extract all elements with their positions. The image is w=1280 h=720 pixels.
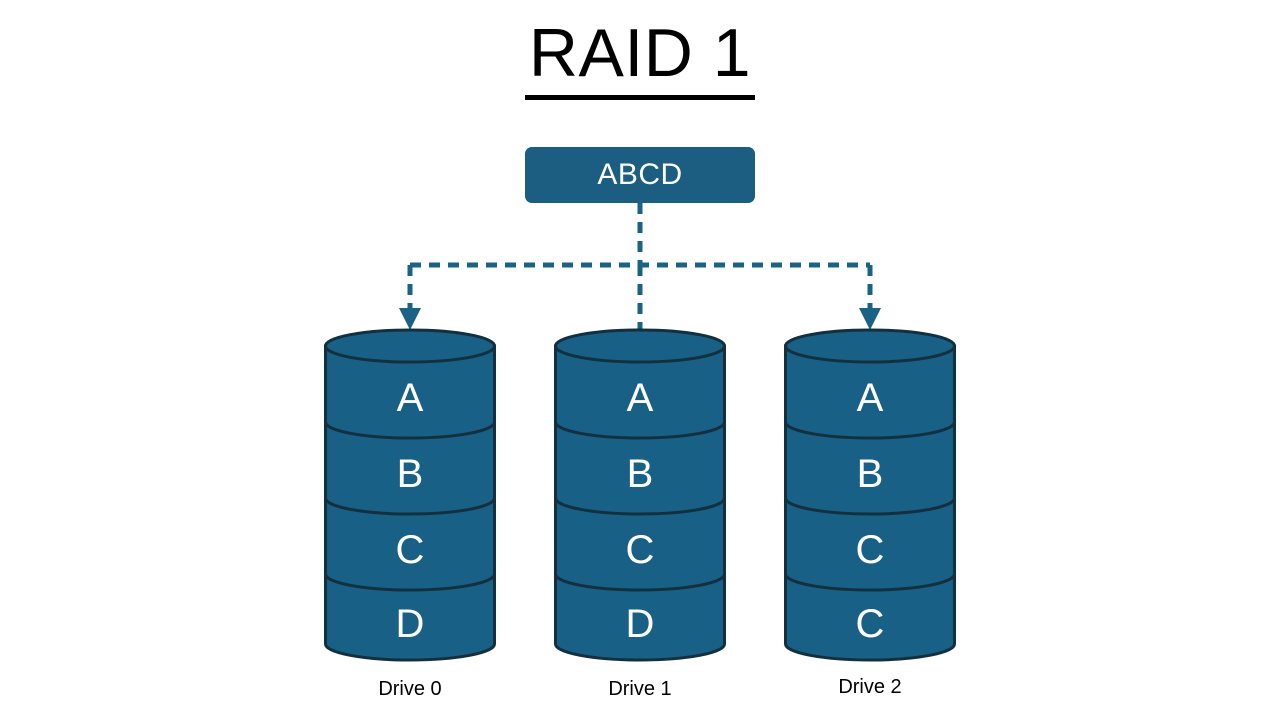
- segment-divider-2: [784, 497, 956, 516]
- drive-0-segment-labels: A B C D: [323, 330, 497, 662]
- segment-label: C: [395, 528, 425, 572]
- segment-label: D: [625, 602, 655, 646]
- segment-divider-3: [784, 573, 956, 592]
- segment-label: C: [855, 602, 885, 646]
- segment-label: B: [626, 452, 654, 496]
- drive-caption-0: Drive 0: [378, 678, 442, 700]
- segment-label: A: [396, 376, 424, 420]
- segment-label: A: [856, 376, 884, 420]
- segment-label: B: [396, 452, 424, 496]
- drive-1-segment-labels: A B C D: [553, 330, 727, 662]
- segment-divider-2: [324, 497, 496, 516]
- segment-label: D: [395, 602, 425, 646]
- drive-cylinder-1: A B C D: [553, 328, 727, 662]
- drive-2-shape: [784, 328, 956, 662]
- drive-cylinder-0: A B C D: [323, 328, 497, 662]
- segment-divider-1: [554, 421, 726, 440]
- drive-cylinder-2: A B C C: [783, 328, 957, 662]
- segment-divider-1: [784, 421, 956, 440]
- segment-label: A: [626, 376, 654, 420]
- segment-divider-3: [554, 573, 726, 592]
- incoming-data-block: ABCD: [525, 147, 755, 203]
- cylinder-top-cap: [784, 328, 956, 364]
- segment-label: C: [625, 528, 655, 572]
- page-title: RAID 1: [0, 17, 1280, 101]
- drive-1-shape: [554, 328, 726, 662]
- arrowhead-drive-0: [399, 308, 421, 330]
- cylinder-body: [784, 344, 956, 662]
- drive-caption-1: Drive 1: [608, 678, 672, 700]
- incoming-data-block-label: ABCD: [597, 158, 683, 191]
- cylinder-body: [324, 344, 496, 662]
- drive-0-shape: [324, 328, 496, 662]
- drive-caption-2: Drive 2: [838, 676, 902, 698]
- segment-divider-1: [324, 421, 496, 440]
- segment-label: B: [856, 452, 884, 496]
- page-title-text: RAID 1: [524, 17, 756, 101]
- cylinder-body: [554, 344, 726, 662]
- segment-divider-3: [324, 573, 496, 592]
- drive-2-segment-labels: A B C C: [783, 330, 957, 662]
- segment-divider-2: [554, 497, 726, 516]
- cylinder-top-cap: [324, 328, 496, 364]
- cylinder-top-cap: [554, 328, 726, 364]
- segment-label: C: [855, 528, 885, 572]
- arrowhead-drive-2: [859, 308, 881, 330]
